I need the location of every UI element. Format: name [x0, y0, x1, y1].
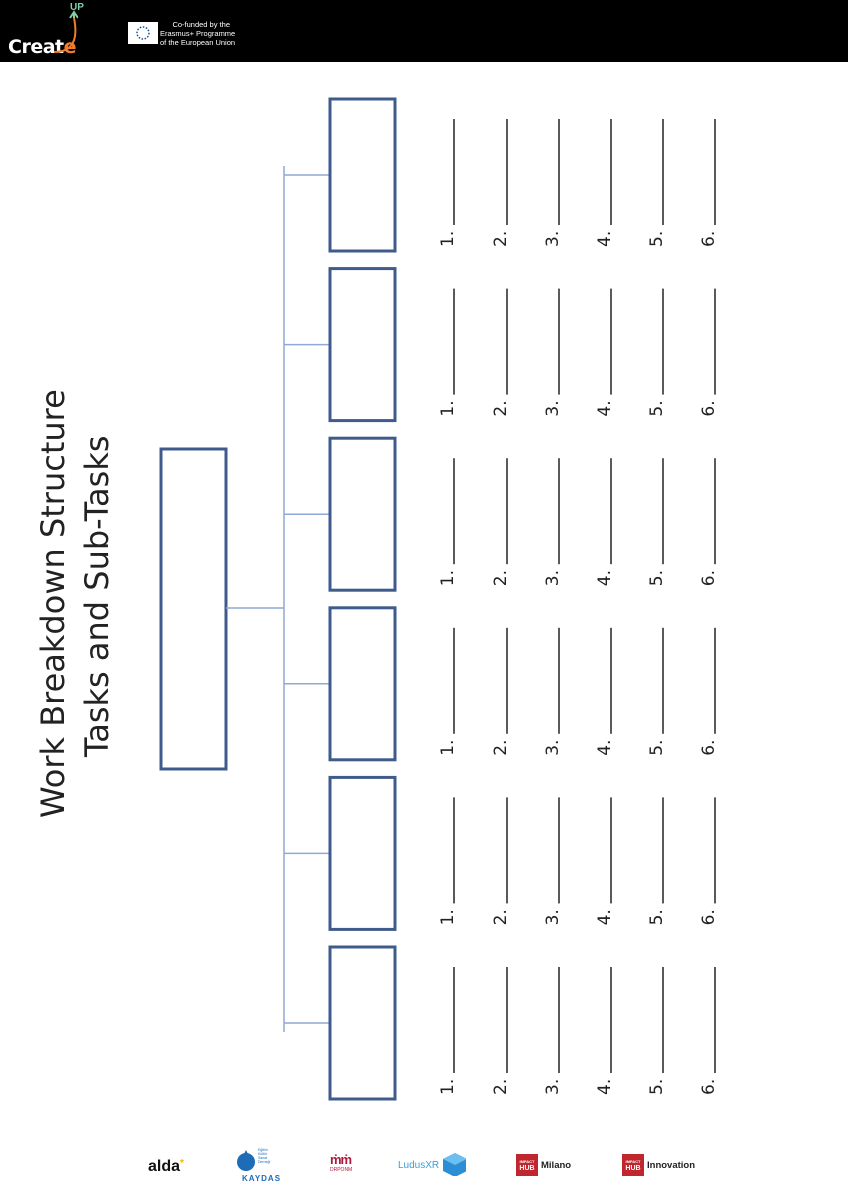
subtask-number: 5. — [647, 909, 667, 925]
subtask-number: 2. — [491, 909, 511, 925]
subtask-number: 5. — [647, 570, 667, 586]
eu-funding-text: Co-funded by the Erasmus+ Programme of t… — [160, 20, 236, 47]
subtask-number: 4. — [595, 570, 615, 586]
kaydas-tagline: Eğitim Kültür Sanat Derneği — [258, 1148, 270, 1164]
root-task-box — [159, 447, 228, 771]
logo-up-text: UP — [70, 2, 84, 13]
eu-line: Co-funded by the — [172, 20, 230, 29]
kaydas-emblem-icon — [237, 1150, 255, 1171]
alda-logo: alda* — [148, 1158, 184, 1176]
alda-star-icon: * — [180, 1158, 184, 1169]
subtask-number: 3. — [543, 909, 563, 925]
worksheet-title-line2: Tasks and Sub-Tasks — [78, 435, 116, 758]
subtask-number: 3. — [543, 570, 563, 586]
subtask-number: 4. — [595, 740, 615, 756]
subtask-number: 1. — [438, 1079, 458, 1095]
subtask-number: 5. — [647, 1079, 667, 1095]
subtask-number: 2. — [491, 400, 511, 416]
kaydas-line: Kültür — [258, 1152, 268, 1156]
hub-innovation-text: Innovation — [647, 1159, 696, 1171]
subtask-number: 2. — [491, 740, 511, 756]
hub-mid-text: HUB — [519, 1165, 535, 1172]
task-box — [328, 775, 397, 931]
worksheet-title-line1: Work Breakdown Structure — [34, 389, 72, 818]
subtask-number: 6. — [699, 400, 719, 416]
impact-hub-badge: IMPACT HUB — [516, 1154, 538, 1176]
eu-line: Erasmus+ Programme — [160, 29, 236, 38]
task-box — [328, 267, 397, 423]
subtask-number: 6. — [699, 570, 719, 586]
subtask-number: 3. — [543, 1079, 563, 1095]
subtask-number: 1. — [438, 740, 458, 756]
hub-milano-text: Milano — [541, 1159, 572, 1171]
impact-hub-milano-logo: IMPACT HUB Milano — [516, 1154, 571, 1176]
task-box — [328, 97, 397, 253]
subtask-number: 6. — [699, 909, 719, 925]
kaydas-line: Eğitim — [258, 1148, 268, 1152]
logo-arrow-icon — [53, 10, 78, 53]
subtask-number: 3. — [543, 400, 563, 416]
header-bar: Create UP Co-funded by the Erasmus+ Prog… — [0, 0, 848, 62]
ludusxr-cube-icon — [443, 1153, 466, 1176]
subtask-number: 3. — [543, 740, 563, 756]
subtask-number: 6. — [699, 1079, 719, 1095]
subtask-number: 2. — [491, 570, 511, 586]
subtask-number: 2. — [491, 231, 511, 247]
subtask-number: 1. — [438, 570, 458, 586]
logo-text: Creat — [8, 36, 64, 58]
hub-top-text: IMPACT — [519, 1159, 535, 1164]
subtask-number: 4. — [595, 400, 615, 416]
task-box — [328, 945, 397, 1101]
hub-top-text: IMPACT — [625, 1159, 641, 1164]
subtask-number: 5. — [647, 740, 667, 756]
hub-mid-text: HUB — [625, 1165, 641, 1172]
subtask-number: 2. — [491, 1079, 511, 1095]
kaydas-name: KAYDAS — [242, 1174, 282, 1183]
task-box — [328, 606, 397, 762]
eu-line: of the European Union — [160, 38, 236, 47]
subtask-number: 1. — [438, 400, 458, 416]
kaydas-line: Derneği — [258, 1160, 271, 1164]
subtask-number: 3. — [543, 231, 563, 247]
subtask-number: 1. — [438, 909, 458, 925]
kaydas-line: Sanat — [258, 1156, 268, 1160]
subtask-number: 4. — [595, 231, 615, 247]
partner-logos: alda* Eğitim Kültür Sanat Derneği KAYDAS… — [0, 1140, 848, 1200]
impact-hub-badge: IMPACT HUB — [622, 1154, 644, 1176]
subtask-number: 6. — [699, 740, 719, 756]
ludusxr-text: LudusXR — [398, 1160, 440, 1171]
subtask-number: 4. — [595, 1079, 615, 1095]
impact-hub-innovation-logo: IMPACT HUB Innovation — [622, 1154, 695, 1176]
subtask-number: 5. — [647, 231, 667, 247]
drponm-logo: ṁṁ DRPONM — [330, 1152, 352, 1173]
eu-flag-icon — [128, 22, 158, 44]
subtask-number: 4. — [595, 909, 615, 925]
task-box — [328, 436, 397, 592]
subtask-number: 5. — [647, 400, 667, 416]
drponm-name: DRPONM — [330, 1167, 353, 1173]
subtask-number: 6. — [699, 231, 719, 247]
subtask-number: 1. — [438, 231, 458, 247]
drponm-mark-icon: ṁṁ — [330, 1152, 352, 1167]
alda-text: alda — [148, 1158, 181, 1175]
